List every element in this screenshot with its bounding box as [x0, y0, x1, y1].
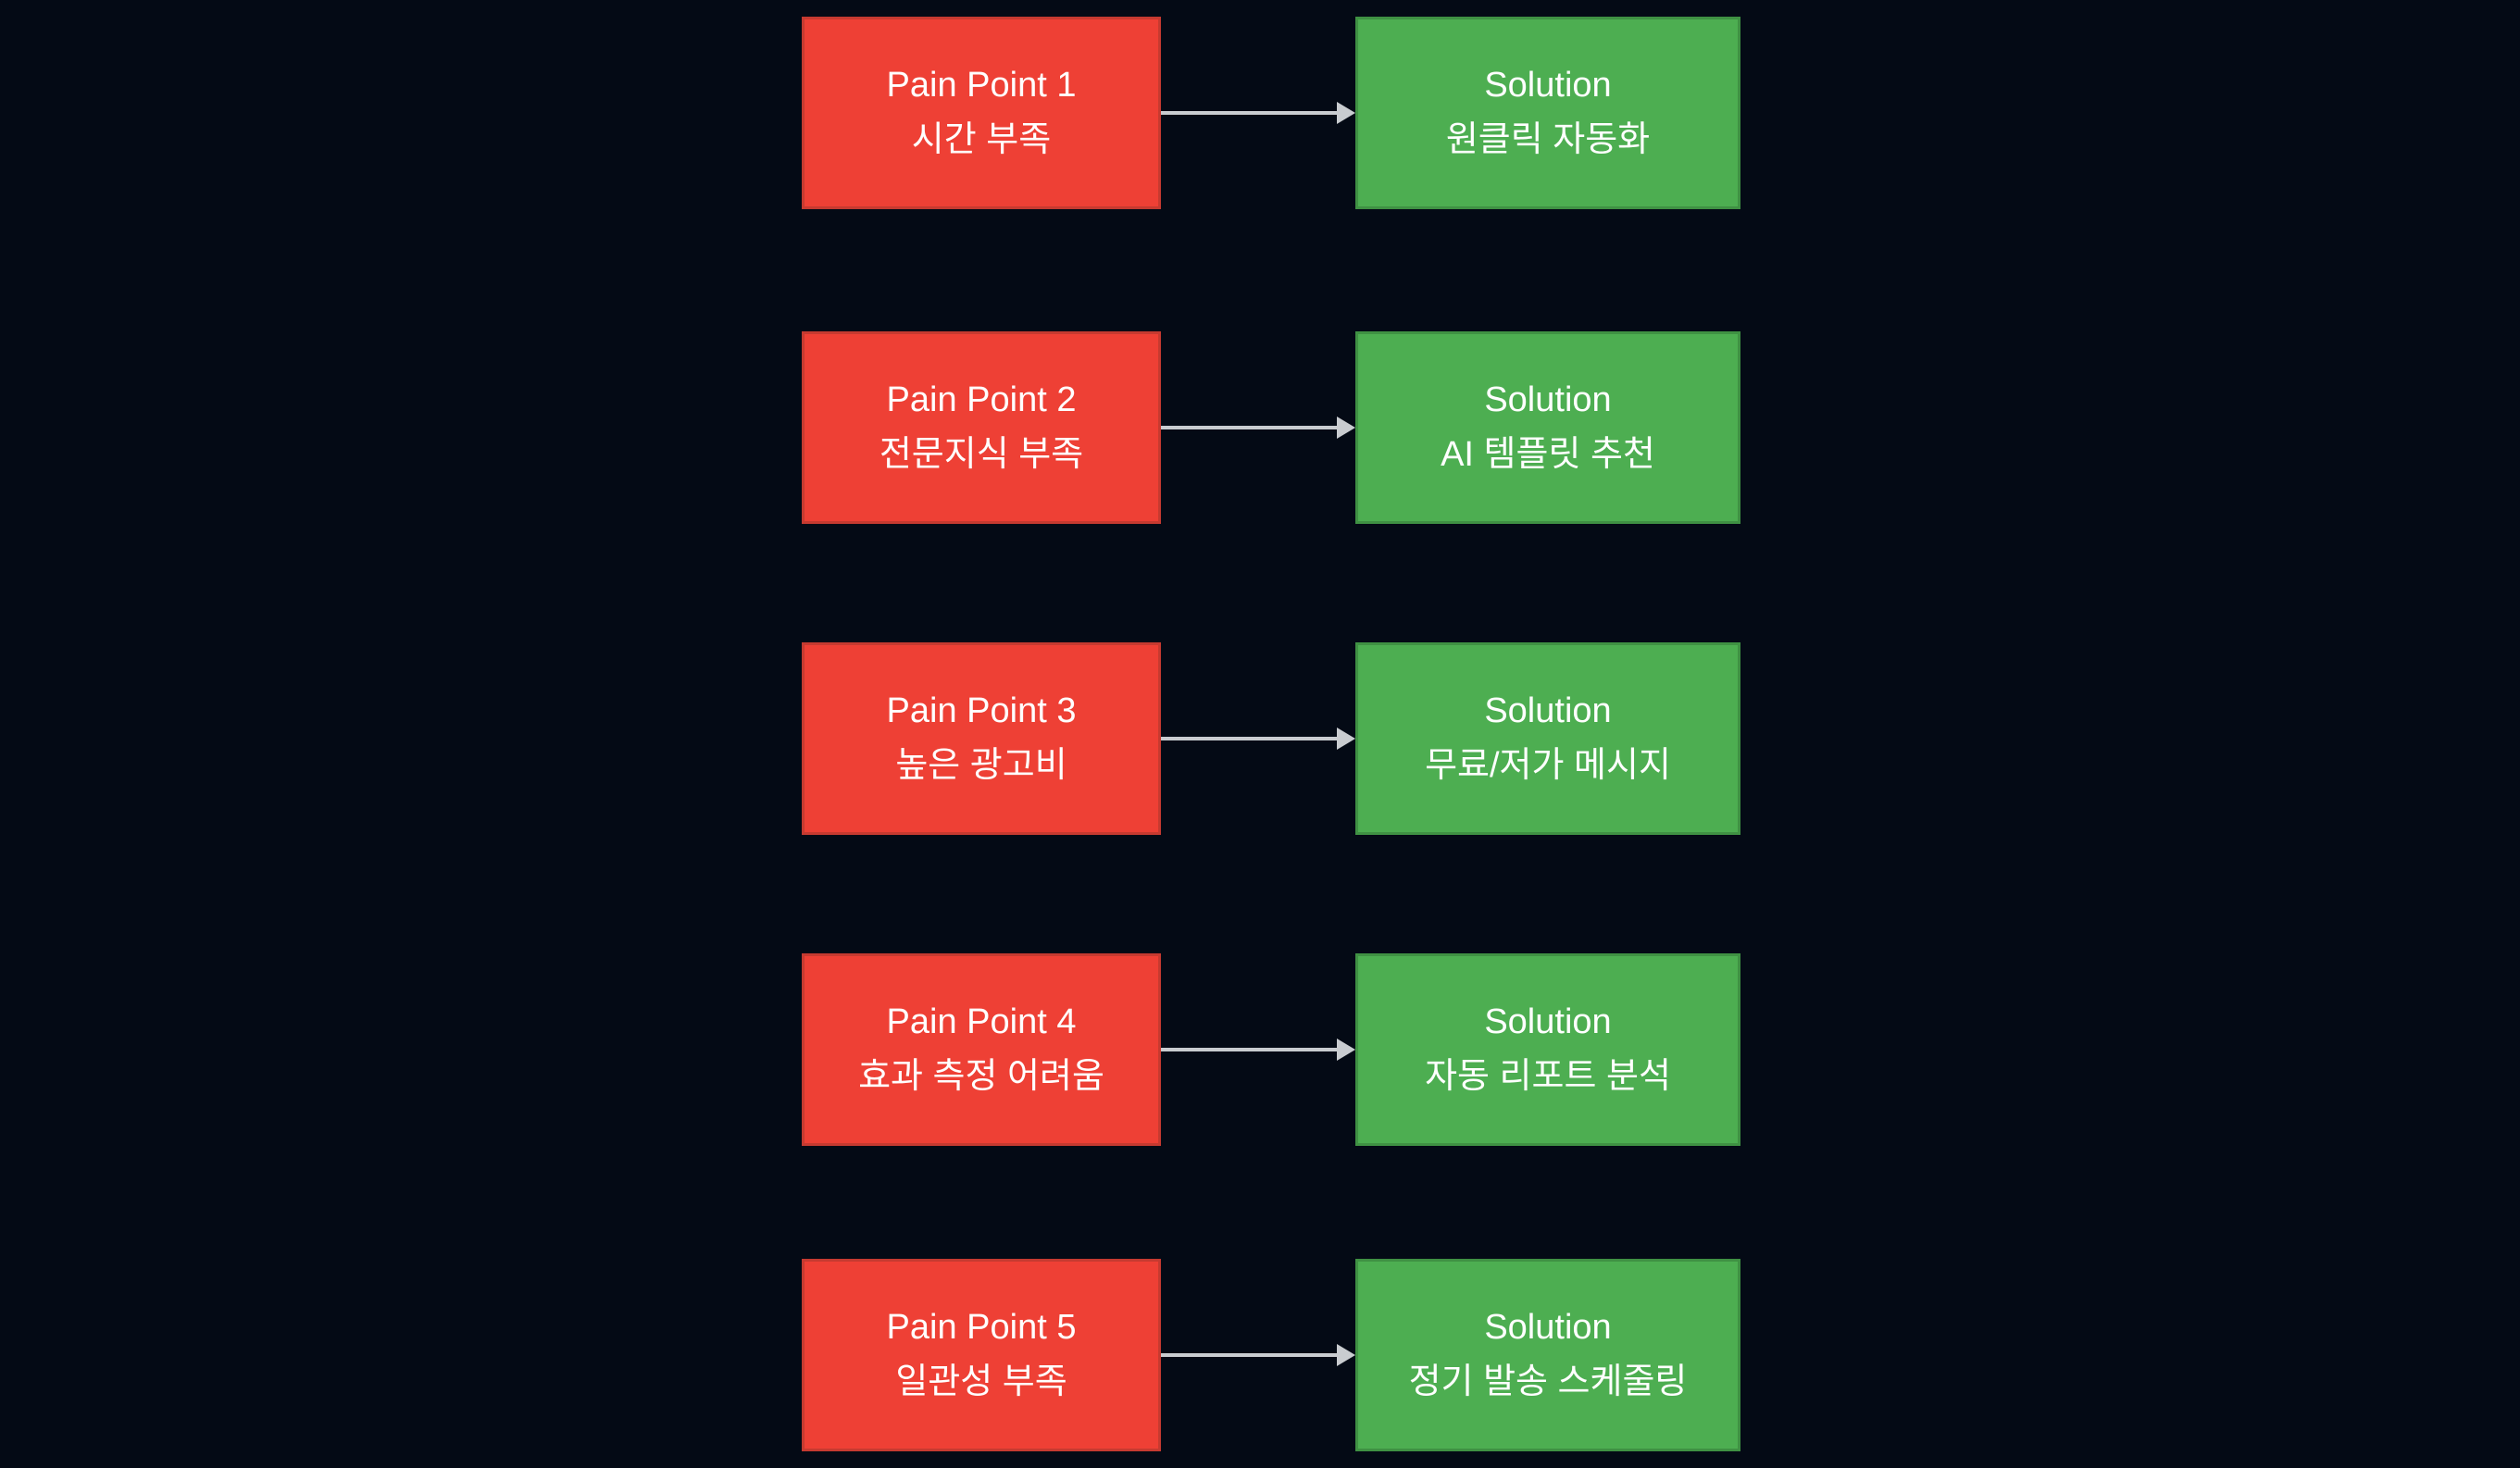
arrow-head-icon	[1337, 1344, 1355, 1366]
pain-point-box-1: Pain Point 1 시간 부족	[802, 17, 1161, 209]
arrow-head-icon	[1337, 417, 1355, 439]
arrow-connector-1	[1161, 102, 1355, 124]
arrow-line	[1161, 111, 1337, 115]
pain-point-title: Pain Point 1	[886, 66, 1077, 106]
arrow-line	[1161, 1048, 1337, 1051]
solution-title: Solution	[1484, 691, 1612, 731]
arrow-connector-3	[1161, 728, 1355, 750]
solution-subtitle: AI 템플릿 추천	[1441, 435, 1655, 474]
solution-title: Solution	[1484, 380, 1612, 420]
pain-point-subtitle: 효과 측정 어려움	[858, 1057, 1104, 1096]
pain-point-box-2: Pain Point 2 전문지식 부족	[802, 331, 1161, 524]
mapping-row-3: Pain Point 3 높은 광고비 Solution 무료/저가 메시지	[0, 642, 2520, 835]
solution-box-3: Solution 무료/저가 메시지	[1355, 642, 1740, 835]
pain-point-box-5: Pain Point 5 일관성 부족	[802, 1259, 1161, 1451]
solution-box-2: Solution AI 템플릿 추천	[1355, 331, 1740, 524]
solution-subtitle: 정기 발송 스케줄링	[1408, 1362, 1688, 1401]
arrow-head-icon	[1337, 1039, 1355, 1061]
arrow-head-icon	[1337, 728, 1355, 750]
mapping-row-5: Pain Point 5 일관성 부족 Solution 정기 발송 스케줄링	[0, 1259, 2520, 1451]
pain-point-subtitle: 전문지식 부족	[879, 435, 1084, 474]
solution-box-1: Solution 원클릭 자동화	[1355, 17, 1740, 209]
arrow-head-icon	[1337, 102, 1355, 124]
arrow-line	[1161, 737, 1337, 740]
solution-subtitle: 원클릭 자동화	[1445, 120, 1651, 159]
solution-box-4: Solution 자동 리포트 분석	[1355, 953, 1740, 1146]
solution-subtitle: 자동 리포트 분석	[1425, 1057, 1671, 1096]
mapping-row-4: Pain Point 4 효과 측정 어려움 Solution 자동 리포트 분…	[0, 953, 2520, 1146]
mapping-row-1: Pain Point 1 시간 부족 Solution 원클릭 자동화	[0, 17, 2520, 209]
solution-box-5: Solution 정기 발송 스케줄링	[1355, 1259, 1740, 1451]
arrow-connector-5	[1161, 1344, 1355, 1366]
pain-point-title: Pain Point 5	[886, 1308, 1077, 1348]
pain-point-title: Pain Point 2	[886, 380, 1077, 420]
solution-title: Solution	[1484, 66, 1612, 106]
pain-point-title: Pain Point 4	[886, 1002, 1077, 1042]
arrow-line	[1161, 1353, 1337, 1357]
arrow-connector-4	[1161, 1039, 1355, 1061]
pain-point-box-3: Pain Point 3 높은 광고비	[802, 642, 1161, 835]
pain-point-box-4: Pain Point 4 효과 측정 어려움	[802, 953, 1161, 1146]
pain-point-title: Pain Point 3	[886, 691, 1077, 731]
solution-title: Solution	[1484, 1308, 1612, 1348]
arrow-line	[1161, 426, 1337, 429]
pain-point-subtitle: 높은 광고비	[895, 746, 1067, 785]
solution-subtitle: 무료/저가 메시지	[1425, 746, 1671, 785]
mapping-row-2: Pain Point 2 전문지식 부족 Solution AI 템플릿 추천	[0, 331, 2520, 524]
pain-point-subtitle: 일관성 부족	[895, 1362, 1067, 1401]
pain-point-subtitle: 시간 부족	[911, 120, 1052, 159]
solution-title: Solution	[1484, 1002, 1612, 1042]
arrow-connector-2	[1161, 417, 1355, 439]
